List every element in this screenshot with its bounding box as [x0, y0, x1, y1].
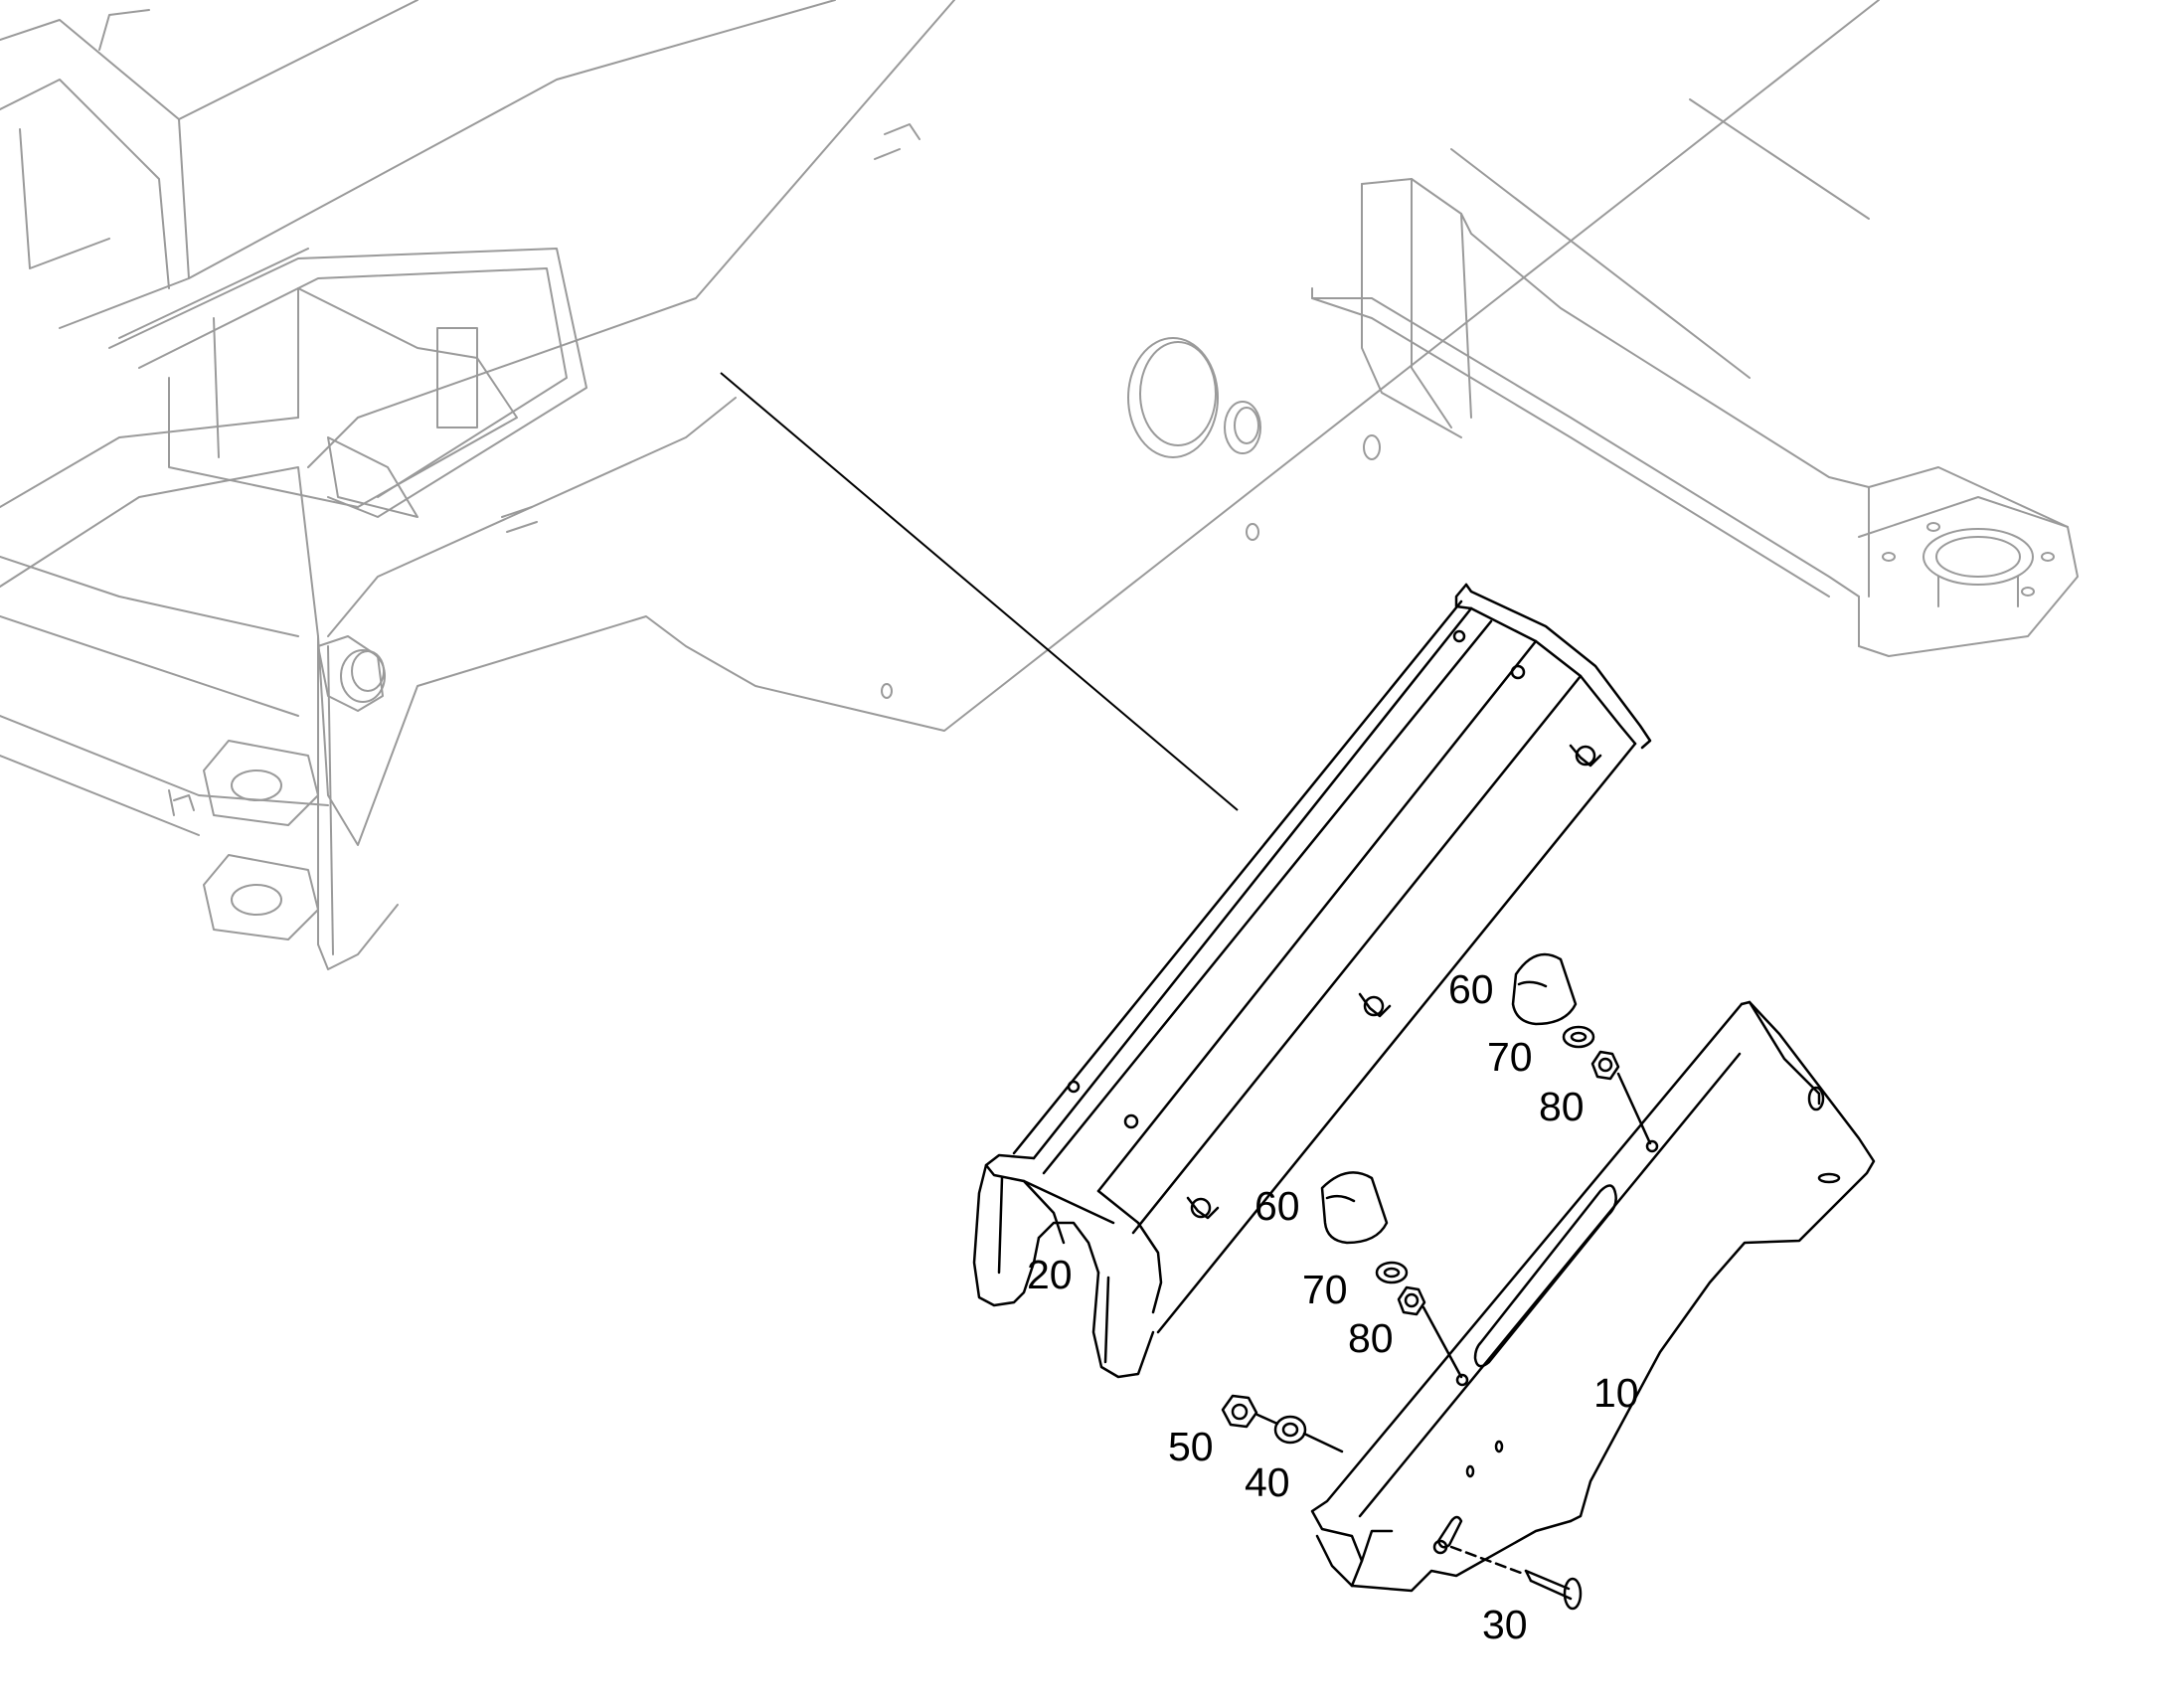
callout-10: 10 [1593, 1370, 1639, 1416]
callout-80-upper: 80 [1539, 1084, 1585, 1129]
leader-line [720, 372, 1239, 811]
callout-60-lower: 60 [1254, 1183, 1300, 1229]
callout-70-lower: 70 [1302, 1267, 1348, 1312]
buffer-60-lower [1320, 1171, 1389, 1245]
callout-70-upper: 70 [1487, 1034, 1533, 1080]
part-20-cover [972, 583, 1652, 1379]
buffer-60-upper [1511, 952, 1578, 1026]
callout-80-lower: 80 [1348, 1315, 1394, 1361]
callout-40: 40 [1245, 1459, 1290, 1505]
machine-frame [0, 0, 2079, 970]
callout-60-upper: 60 [1448, 966, 1494, 1012]
hardware [1221, 952, 1652, 1611]
callout-20: 20 [1027, 1252, 1073, 1297]
callout-30: 30 [1482, 1602, 1528, 1647]
callout-50: 50 [1168, 1424, 1214, 1469]
part-10-bracket [1310, 1000, 1876, 1593]
